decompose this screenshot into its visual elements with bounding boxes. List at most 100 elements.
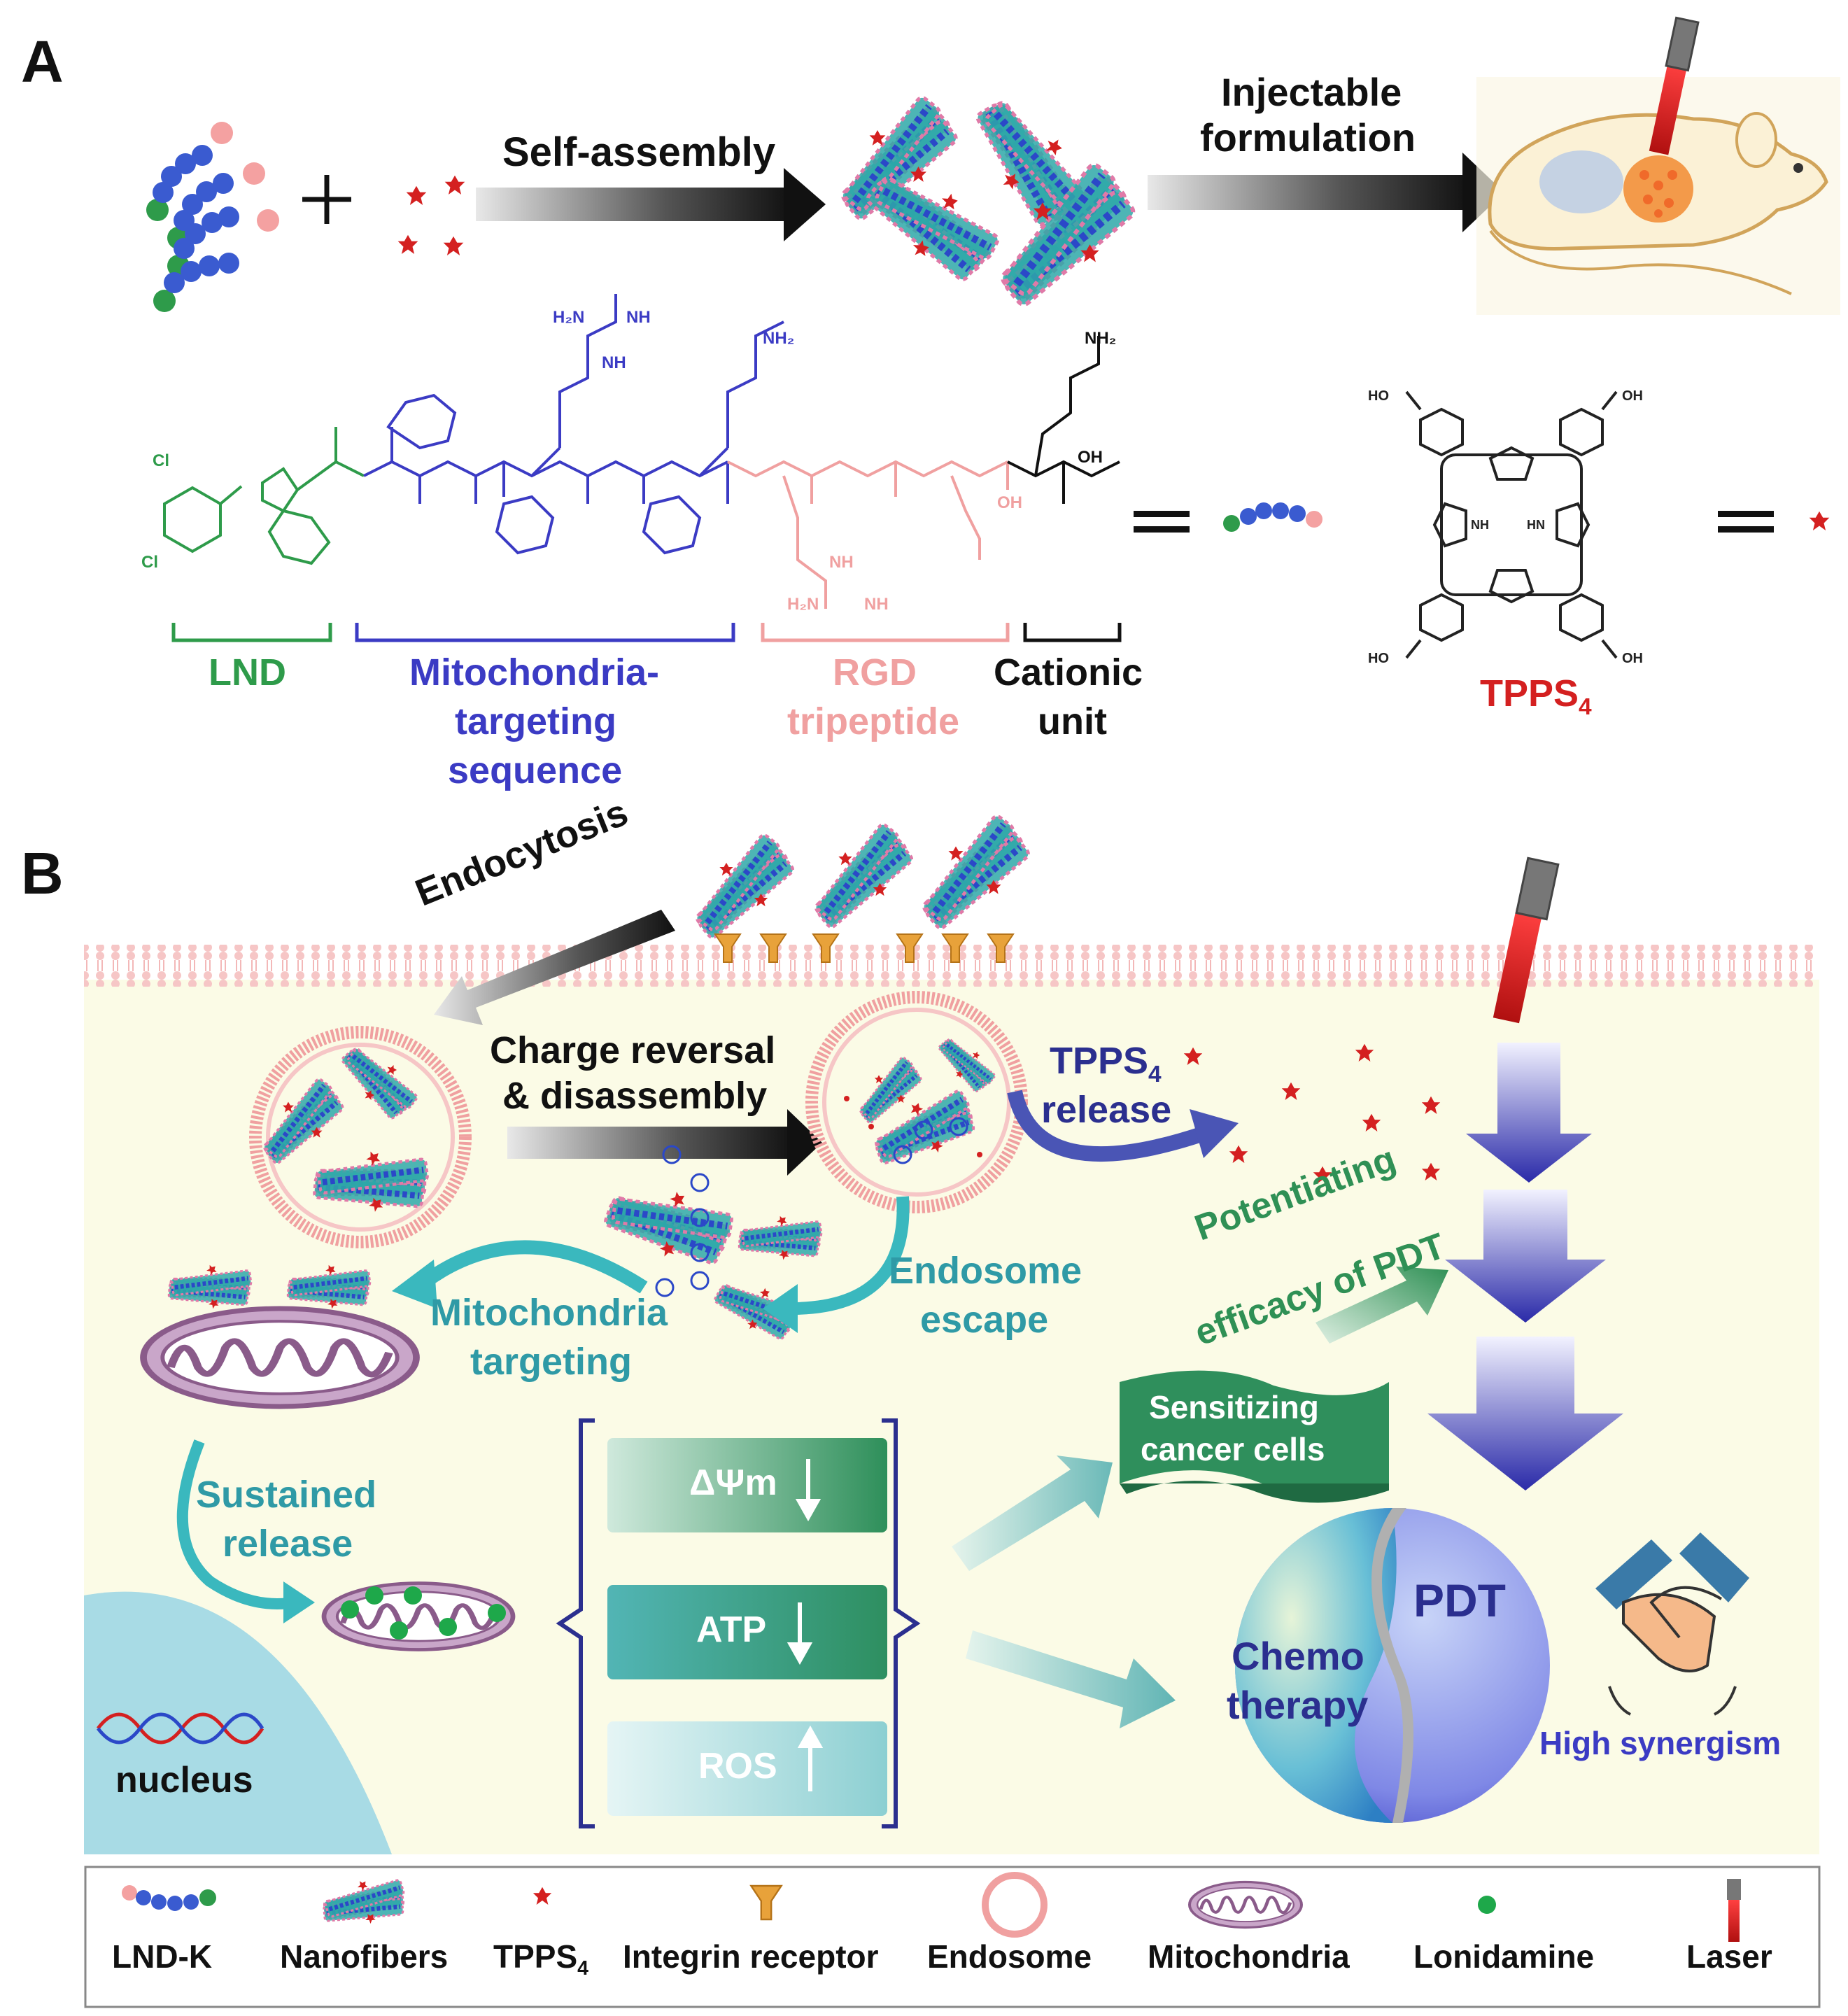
legend-icon-mitochondria	[1190, 1882, 1302, 1928]
mito-seq-label-2: targeting	[455, 700, 617, 742]
pdt-label: PDT	[1413, 1574, 1506, 1626]
legend-label-tpps: TPPS4	[493, 1938, 589, 1980]
sensitizing-label-2: cancer cells	[1141, 1431, 1325, 1467]
legend-label-nanofibers: Nanofibers	[280, 1938, 449, 1975]
chem-cl-1: Cl	[153, 451, 169, 470]
sustained-label-2: release	[223, 1523, 353, 1565]
lnd-k-icon-eq	[1223, 502, 1322, 532]
injectable-label-1: Injectable	[1221, 70, 1402, 114]
chem-nh-1: NH	[626, 308, 651, 327]
legend-icon-endosome	[982, 1872, 1048, 1938]
effect-arrows	[952, 1267, 1448, 1728]
legend-label-lnd-k: LND-K	[112, 1938, 213, 1975]
endosome-1	[249, 1026, 472, 1255]
nanofibers-outside	[696, 815, 1031, 939]
charge-reversal-label-1: Charge reversal	[490, 1029, 776, 1071]
mito-targeting-label-1: Mitochondria	[430, 1292, 668, 1334]
chem-nh-3: NH	[864, 595, 889, 614]
injectable-arrow	[1148, 153, 1504, 232]
box-atp-label: ATP	[696, 1609, 767, 1650]
lnd-label: LND	[209, 651, 286, 693]
chem-nh-5: NH	[1471, 518, 1489, 532]
chem-nh2-1: NH₂	[763, 329, 795, 348]
tpps-release-label-1: TPPS4	[1050, 1040, 1162, 1087]
chem-nh-2: NH	[602, 353, 626, 372]
box-ros-label: ROS	[698, 1746, 777, 1786]
chem-oh-2: OH	[997, 493, 1022, 512]
chem-h2n-1: H₂N	[553, 308, 585, 327]
mitochondrion-2	[324, 1584, 513, 1650]
tpps-release-arrow	[1007, 1090, 1239, 1162]
dna-icon	[97, 1712, 264, 1744]
cationic-label-2: unit	[1038, 700, 1107, 742]
nucleus-label: nucleus	[115, 1760, 253, 1800]
lnd-chem-structure	[163, 294, 1120, 609]
legend-label-lonidamine: Lonidamine	[1413, 1938, 1595, 1975]
legend-label-mitochondria: Mitochondria	[1148, 1938, 1350, 1975]
self-assembly-label: Self-assembly	[502, 129, 776, 175]
tpps-stars-a	[397, 175, 465, 255]
laser-icon	[1493, 857, 1560, 1024]
high-synergism-label: High synergism	[1539, 1725, 1782, 1761]
chem-cl-2: Cl	[141, 553, 158, 572]
mito-targeting-label-2: targeting	[470, 1341, 633, 1383]
effects-bracket	[556, 1418, 921, 1828]
nanofiber-bundles-a	[840, 96, 1135, 307]
chem-oh-4: OH	[1622, 651, 1643, 666]
mito-seq-label-1: Mitochondria-	[409, 651, 659, 693]
equals-sign-1	[1134, 511, 1190, 533]
endosome-escape-label-1: Endosome	[889, 1250, 1082, 1292]
panel-b-letter: B	[21, 840, 64, 906]
box-dpsi-label: ΔΨm	[689, 1462, 777, 1503]
effect-boxes	[607, 1438, 887, 1816]
chem-nh2-2: NH₂	[1085, 329, 1117, 348]
chemo-label-2: therapy	[1227, 1683, 1369, 1727]
synergy-sphere	[1235, 1508, 1550, 1823]
legend-label-laser: Laser	[1686, 1938, 1772, 1975]
mouse-icon	[1476, 16, 1840, 315]
equals-sign-2	[1718, 511, 1774, 533]
lnd-k-molecules	[146, 122, 279, 312]
endosome-escape-arrow	[763, 1196, 910, 1333]
tpps4-label: TPPS4	[1480, 672, 1592, 720]
legend-label-integrin: Integrin receptor	[623, 1938, 879, 1975]
legend-icon-lonidamine	[1478, 1896, 1496, 1914]
chem-oh-1: OH	[1078, 448, 1103, 467]
cationic-fibers	[595, 1117, 968, 1358]
chem-ho-1: HO	[1368, 388, 1389, 404]
sustained-label-1: Sustained	[196, 1474, 377, 1516]
self-assembly-arrow	[476, 168, 826, 241]
rgd-label-2: tripeptide	[787, 700, 960, 742]
legend-box	[84, 1866, 1821, 2008]
segment-brackets	[171, 623, 1122, 642]
sensitizing-label-1: Sensitizing	[1149, 1389, 1319, 1425]
tpps4-structure	[1405, 390, 1618, 659]
mito-targeting-arrow	[392, 1240, 648, 1309]
endocytosis-arrow	[434, 910, 675, 1025]
panel-a-letter: A	[21, 29, 64, 94]
chem-oh-3: OH	[1622, 388, 1643, 404]
light-chevrons	[1427, 1043, 1623, 1490]
tpps-release-label-2: release	[1041, 1089, 1172, 1131]
legend-icon-lnd-k	[122, 1885, 216, 1911]
injectable-label-2: formulation	[1200, 115, 1416, 160]
charge-reversal-arrow	[507, 1109, 822, 1176]
tpps-star-icon	[1809, 511, 1830, 530]
plus-icon	[302, 175, 351, 224]
chem-hn-1: HN	[1527, 518, 1545, 532]
charge-reversal-label-2: & disassembly	[502, 1075, 768, 1117]
legend-icon-laser	[1727, 1879, 1741, 1942]
chem-nh-4: NH	[829, 553, 854, 572]
mito-seq-label-3: sequence	[448, 749, 623, 791]
rgd-label-1: RGD	[833, 651, 917, 693]
chem-h2n-2: H₂N	[787, 595, 819, 614]
sensitizing-banner	[1120, 1370, 1389, 1503]
legend-label-endosome: Endosome	[927, 1938, 1092, 1975]
endosome-escape-label-2: escape	[920, 1299, 1049, 1341]
chem-ho-2: HO	[1368, 651, 1389, 666]
cationic-label-1: Cationic	[994, 651, 1143, 693]
sustained-release-arrow	[176, 1439, 315, 1623]
handshake-icon	[1595, 1532, 1749, 1716]
